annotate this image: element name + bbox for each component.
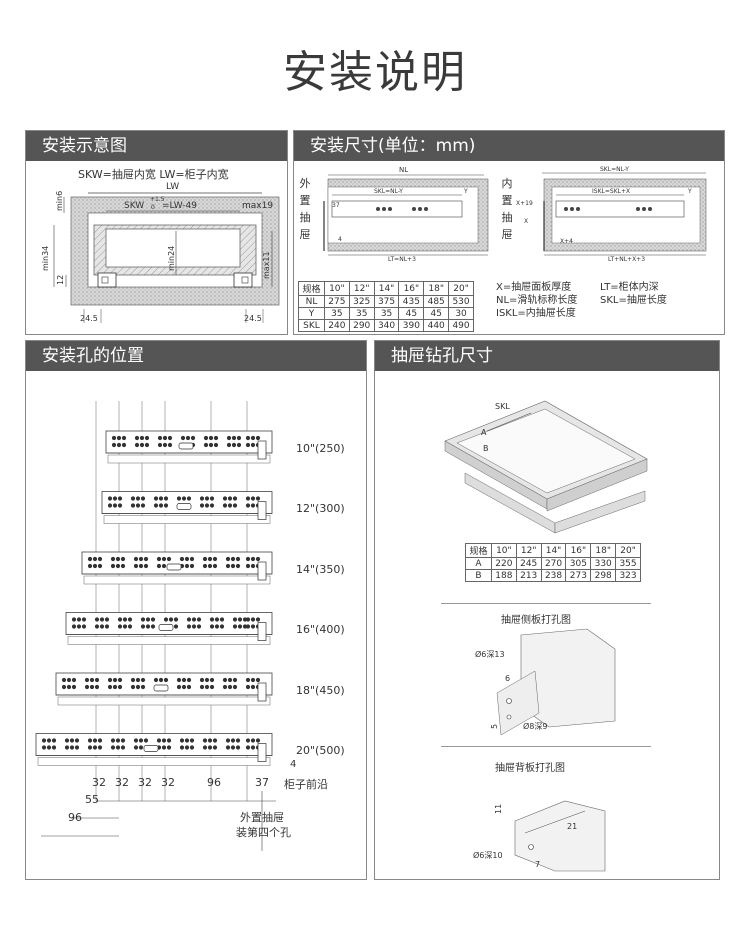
dim-32-a: 32 bbox=[92, 776, 106, 789]
back-drill-title: 抽屉背板打孔图 bbox=[495, 763, 565, 774]
skw-tol-zero: 0 bbox=[151, 204, 155, 211]
rail-4 bbox=[65, 612, 273, 645]
dim-32-b: 32 bbox=[115, 776, 129, 789]
hole-position-header: 安装孔的位置 bbox=[26, 341, 366, 371]
rail-5 bbox=[55, 672, 273, 706]
skl-iso-label: SKL bbox=[495, 402, 510, 411]
min24-label: min24 bbox=[167, 246, 176, 271]
note-line-1: 外置抽屉 bbox=[240, 811, 284, 824]
side-d8-label: Ø8深9 bbox=[523, 721, 547, 731]
x19-label: X+19 bbox=[516, 200, 533, 207]
nl-label: NL bbox=[399, 166, 408, 174]
d4-label: 4 bbox=[338, 236, 342, 243]
dim-32-c: 32 bbox=[138, 776, 152, 789]
lt-nlx3-label: LT+NL+X+3 bbox=[608, 256, 645, 263]
back-divider bbox=[441, 746, 651, 747]
drawer-drilling-panel: 抽屉钻孔尺寸 SKL A B Ø6深13 6 5 Ø8深9 11 21 Ø6深1… bbox=[374, 340, 720, 880]
skl-nl-y-label-2: SKL=NL-Y bbox=[600, 166, 629, 173]
skw-tol-plus: +1.5 bbox=[150, 196, 165, 203]
y-label-2: Y bbox=[687, 188, 692, 195]
size-label-20: 20"(500) bbox=[296, 744, 345, 757]
lw-label: LW bbox=[166, 182, 179, 192]
front-edge-label: 柜子前沿 bbox=[284, 778, 328, 791]
rail-6 bbox=[35, 733, 273, 766]
note-line-2: 装第四个孔 bbox=[236, 826, 291, 839]
size-label-16: 16"(400) bbox=[296, 623, 345, 636]
lt-nl3-label: LT=NL+3 bbox=[388, 256, 416, 263]
max19-label: max19 bbox=[242, 201, 273, 211]
drawer-iso-drawing: SKL A B Ø6深13 6 5 Ø8深9 11 21 Ø6深10 7 bbox=[444, 400, 648, 872]
hole-position-panel: 安装孔的位置 10"(250) 12"(300) 14"(350) 16"(40… bbox=[25, 340, 367, 880]
outer-drawer-label: 外置抽屉 bbox=[299, 177, 311, 241]
x-label: X bbox=[524, 218, 528, 225]
dim-4: 4 bbox=[290, 759, 297, 770]
back-d6-label: Ø6深10 bbox=[473, 850, 503, 860]
drawer-drilling-header: 抽屉钻孔尺寸 bbox=[375, 341, 719, 371]
side-d6-label: Ø6深13 bbox=[475, 649, 505, 659]
install-diagram-panel: 安装示意图 SKW=抽屉内宽 LW=柜子内宽 LW SKW +1.5 0 =LW bbox=[25, 130, 288, 335]
size-label-12: 12"(300) bbox=[296, 502, 345, 515]
y-label: Y bbox=[463, 188, 468, 195]
skl-nl-y-label: SKL=NL-Y bbox=[374, 188, 403, 195]
install-size-panel: 安装尺寸(单位：mm) 外置抽屉 内置抽屉 NL SKL=NL-Y Y 37 4… bbox=[293, 130, 725, 335]
install-cross-section-diagram: LW SKW +1.5 0 =LW-49 max19 min6 min34 12… bbox=[41, 182, 280, 323]
dim-55: 55 bbox=[85, 793, 99, 806]
inner-drawer-label: 内置抽屉 bbox=[501, 177, 513, 241]
d12-label: 12 bbox=[56, 275, 65, 285]
back-21-label: 21 bbox=[567, 822, 577, 831]
a-iso-label: A bbox=[481, 428, 487, 437]
size-label-10: 10"(250) bbox=[296, 442, 345, 455]
min34-label: min34 bbox=[41, 246, 50, 271]
dim-32-d: 32 bbox=[161, 776, 175, 789]
side-5-label: 5 bbox=[490, 724, 499, 729]
dim-96-b: 96 bbox=[68, 811, 82, 824]
rail-2 bbox=[101, 491, 273, 524]
install-size-header: 安装尺寸(单位：mm) bbox=[294, 131, 724, 161]
install-diagram-header: 安装示意图 bbox=[26, 131, 287, 161]
x4-label: X+4 bbox=[560, 238, 573, 245]
install-size-diagrams: NL SKL=NL-Y Y 37 4 LT=NL+3 SKL=NL-Y ISKL… bbox=[323, 166, 707, 263]
b-iso-label: B bbox=[483, 444, 489, 453]
back-11-label: 11 bbox=[494, 804, 503, 814]
side-divider bbox=[441, 603, 651, 604]
size-label-14: 14"(350) bbox=[296, 563, 345, 576]
rail-hole-diagram bbox=[35, 401, 276, 851]
back-7-label: 7 bbox=[535, 860, 540, 869]
page-title: 安装说明 bbox=[283, 47, 467, 98]
size-label-18: 18"(450) bbox=[296, 684, 345, 697]
d24-5-left: 24.5 bbox=[80, 314, 98, 323]
max11-label: max11 bbox=[262, 251, 271, 279]
skw-lw-caption: SKW=抽屉内宽 LW=柜子内宽 bbox=[78, 168, 229, 181]
dim-96: 96 bbox=[207, 776, 221, 789]
dim-37: 37 bbox=[255, 776, 269, 789]
d24-5-right: 24.5 bbox=[244, 314, 262, 323]
rail-1 bbox=[105, 430, 273, 464]
iskl-label: ISKL=SKL+X bbox=[592, 188, 630, 195]
side-drill-title: 抽屉侧板打孔图 bbox=[501, 615, 571, 626]
skw-label: SKW bbox=[124, 201, 144, 211]
skw-eq: =LW-49 bbox=[162, 201, 197, 211]
side-6-label: 6 bbox=[505, 674, 510, 683]
min6-label: min6 bbox=[55, 191, 64, 211]
d37-label: 37 bbox=[332, 202, 340, 209]
rail-3 bbox=[81, 551, 273, 585]
